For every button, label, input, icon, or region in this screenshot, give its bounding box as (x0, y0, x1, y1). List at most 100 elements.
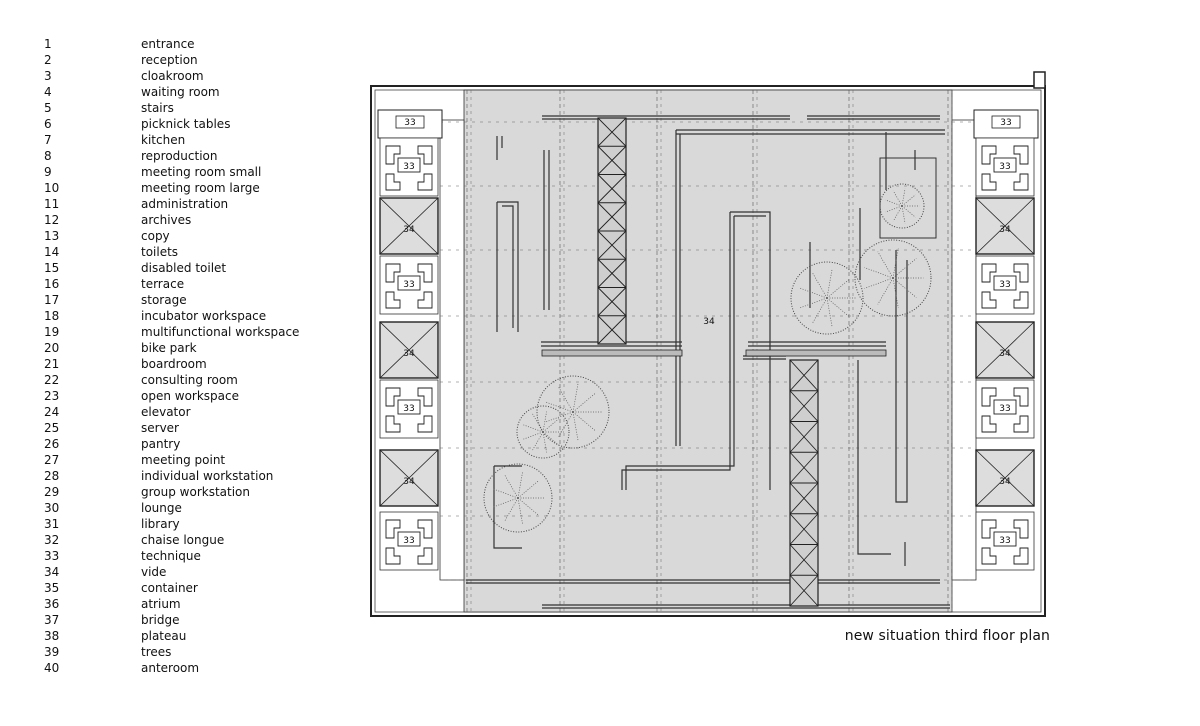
void-label-center: 34 (703, 317, 715, 327)
roof-hatch (1033, 71, 1046, 89)
legend-label: archives (141, 213, 192, 227)
tree-planter (879, 157, 937, 239)
legend-item: 3 cloakroom (44, 68, 364, 84)
legend-number: 37 (44, 613, 60, 627)
legend-number: 31 (44, 517, 60, 531)
legend-label: bridge (141, 613, 180, 627)
legend-number: 28 (44, 469, 60, 483)
legend-label: technique (141, 549, 201, 563)
legend-label: open workspace (141, 389, 240, 403)
legend-label: vide (141, 565, 167, 579)
legend-item: 7 kitchen (44, 132, 364, 148)
legend-number: 34 (44, 565, 60, 579)
tree-branch (892, 248, 899, 279)
truss-diagonal (597, 117, 627, 147)
tree-branch (877, 277, 894, 305)
bridge-deck (745, 349, 887, 357)
technique-box (397, 531, 421, 547)
duct-shape (981, 387, 1029, 433)
technique-box (993, 531, 1017, 547)
duct-shape (385, 387, 433, 433)
legend-number: 32 (44, 533, 60, 547)
legend-number: 18 (44, 309, 60, 323)
tree-branch (901, 188, 906, 207)
partition-wall (502, 205, 514, 328)
legend-item: 34 vide (44, 564, 364, 580)
legend-label: meeting point (141, 453, 226, 467)
legend-item: 18 incubator workspace (44, 308, 364, 324)
legend-label: elevator (141, 405, 191, 419)
technique-box (993, 399, 1017, 415)
duct-shape (981, 519, 1029, 565)
technique-box (993, 275, 1017, 291)
tree-canopy (854, 239, 932, 317)
legend-label: picknick tables (141, 117, 231, 131)
legend-number: 7 (44, 133, 52, 147)
legend-label: group workstation (141, 485, 251, 499)
tree-canopy (536, 375, 610, 449)
legend-label: incubator workspace (141, 309, 267, 323)
legend-number: 20 (44, 341, 60, 355)
legend-label: container (141, 581, 198, 595)
legend-item: 35 container (44, 580, 364, 596)
truss-diagonal (789, 482, 819, 515)
technique-label: 33 (403, 162, 414, 172)
legend-number: 8 (44, 149, 52, 163)
legend-number: 3 (44, 69, 52, 83)
technique-label: 33 (403, 404, 414, 414)
tree-branch (864, 267, 894, 279)
tree-branch (901, 205, 916, 218)
legend-number: 15 (44, 261, 60, 275)
legend-number: 33 (44, 549, 60, 563)
tree-branch (892, 258, 917, 279)
legend-number: 2 (44, 53, 52, 67)
tree-branch (542, 411, 547, 433)
truss-diagonal (789, 544, 819, 576)
technique-label: 33 (1000, 118, 1011, 128)
duct-shape (981, 145, 1029, 191)
legend-number: 11 (44, 197, 60, 211)
legend-label: anteroom (141, 661, 200, 675)
vide-label: 34 (999, 349, 1011, 359)
legend-number: 10 (44, 181, 60, 195)
legend-number: 16 (44, 277, 60, 291)
legend-label: cloakroom (141, 69, 204, 83)
legend-number: 6 (44, 117, 52, 131)
truss-diagonal (597, 202, 627, 232)
legend-label: individual workstation (141, 469, 274, 483)
left-service-zone (439, 119, 465, 581)
tree-branch (885, 205, 903, 213)
tree-branch (901, 205, 906, 224)
tree-branch (517, 497, 540, 516)
legend-item: 6 picknick tables (44, 116, 364, 132)
vide-cross (975, 449, 1035, 507)
tree-branch (517, 497, 524, 525)
vide-label: 34 (403, 225, 415, 235)
tree-branch (517, 480, 540, 499)
legend-label: trees (141, 645, 172, 659)
tree-branch (892, 205, 903, 222)
technique-label: 33 (403, 536, 414, 546)
legend-number: 29 (44, 485, 60, 499)
plan-caption: new situation third floor plan (844, 628, 1050, 644)
legend-number: 5 (44, 101, 52, 115)
right-service-zone (951, 119, 977, 581)
technique-label: 33 (999, 536, 1010, 546)
legend-label: kitchen (141, 133, 186, 147)
tree-branch (864, 277, 894, 289)
technique-label: 33 (404, 118, 415, 128)
legend-number: 35 (44, 581, 60, 595)
legend-number: 13 (44, 229, 60, 243)
